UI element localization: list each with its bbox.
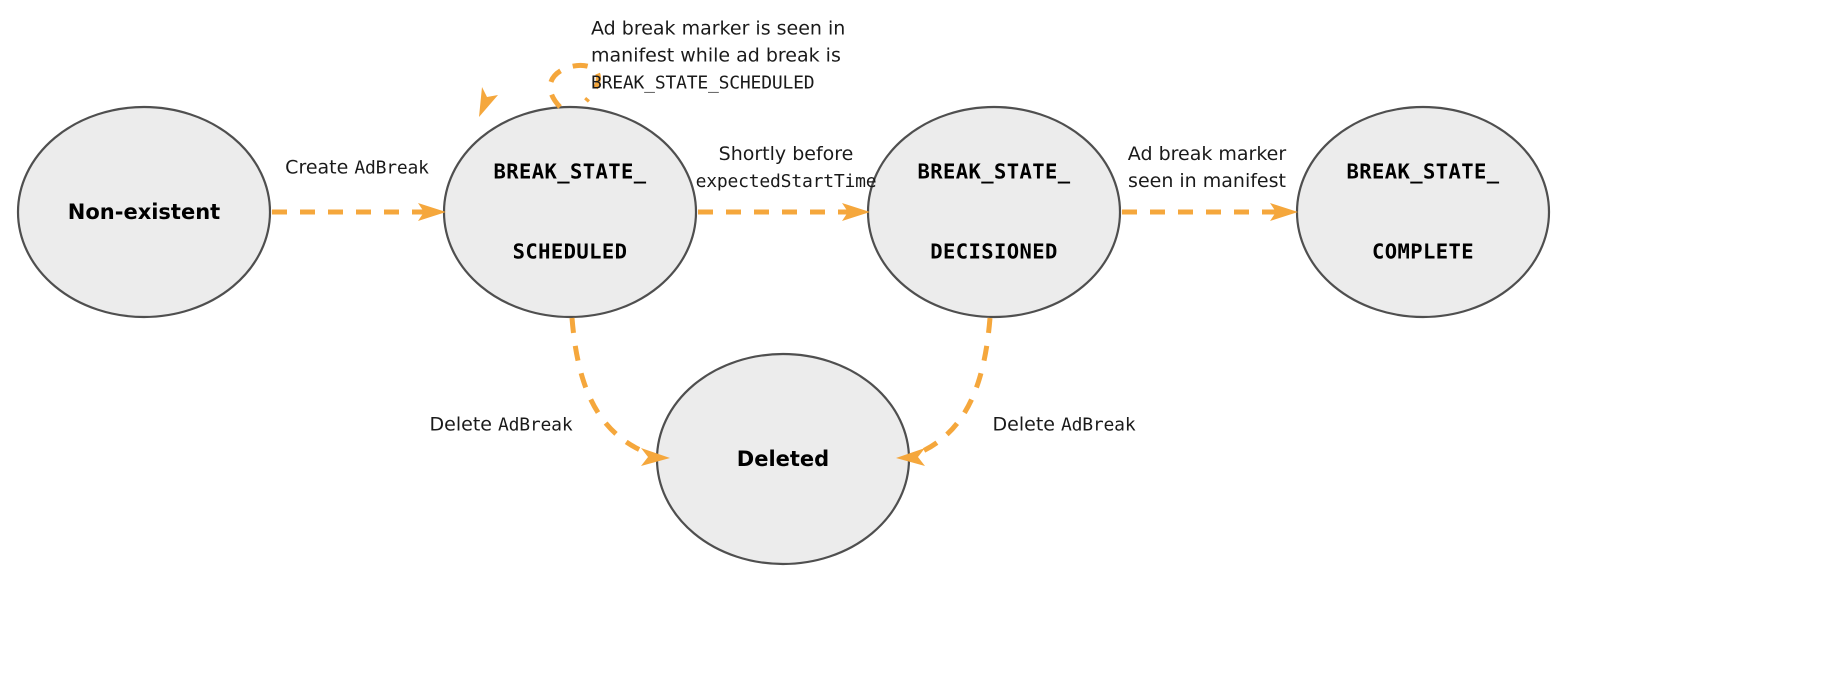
arrowhead-delete-adbreak-from-scheduled xyxy=(641,448,670,466)
arrowhead-create-adbreak xyxy=(418,203,446,221)
node-shapes xyxy=(16,105,1551,566)
edge-delete-adbreak-from-scheduled xyxy=(569,317,653,458)
edge-paths xyxy=(272,62,1298,466)
node-shape-non-existent[interactable] xyxy=(16,105,272,319)
edge-delete-adbreak-from-decisioned xyxy=(913,317,993,458)
node-shape-break-state-scheduled[interactable] xyxy=(442,105,698,319)
arrowhead-marker-seen-in-manifest xyxy=(1270,203,1298,221)
arrowhead-marker-seen-while-scheduled xyxy=(479,87,498,117)
edge-marker-seen-while-scheduled xyxy=(547,62,601,109)
node-shape-deleted[interactable] xyxy=(655,352,911,566)
node-shape-break-state-complete[interactable] xyxy=(1295,105,1551,319)
arrowhead-shortly-before-expected-start-time xyxy=(842,203,870,221)
node-shape-break-state-decisioned[interactable] xyxy=(866,105,1122,319)
arrowhead-delete-adbreak-from-decisioned xyxy=(896,448,925,466)
